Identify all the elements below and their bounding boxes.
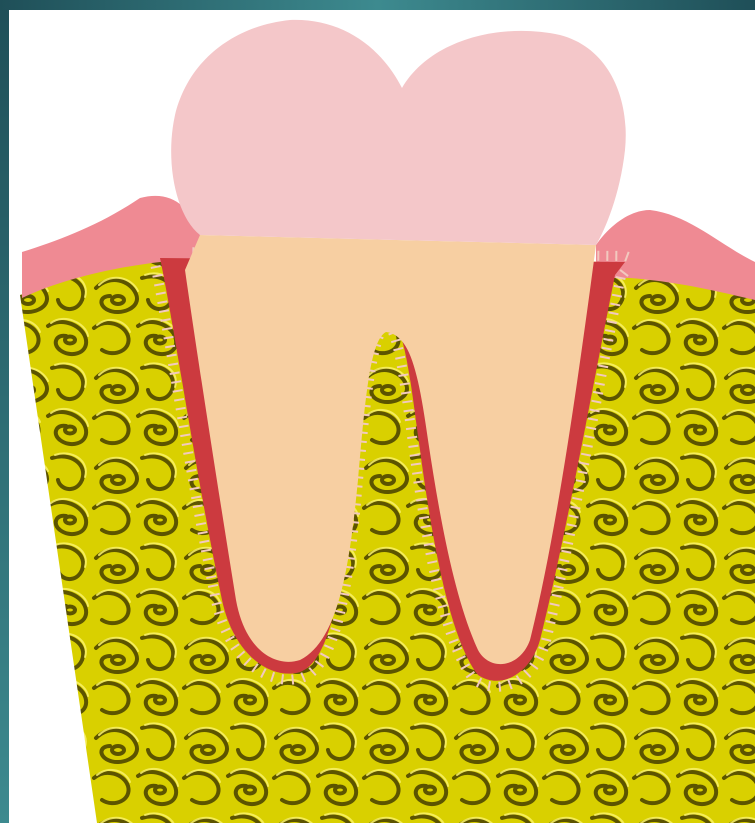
bone-shape — [20, 258, 755, 823]
ligament-fiber — [401, 392, 411, 393]
ligament-fiber — [405, 419, 415, 420]
ligament-fiber — [282, 674, 283, 684]
ligament-fiber — [411, 463, 421, 464]
ligament-fiber — [408, 446, 418, 447]
ligament-fiber — [402, 401, 412, 402]
ligament-fiber — [499, 682, 500, 692]
ligament-fiber — [404, 410, 414, 411]
crown-shape — [171, 20, 626, 245]
ligament-fiber — [412, 472, 422, 473]
ligament-fiber — [406, 428, 416, 429]
ligament-fiber — [410, 455, 420, 456]
ligament-fiber — [407, 437, 417, 438]
ligament-fiber — [292, 675, 293, 685]
